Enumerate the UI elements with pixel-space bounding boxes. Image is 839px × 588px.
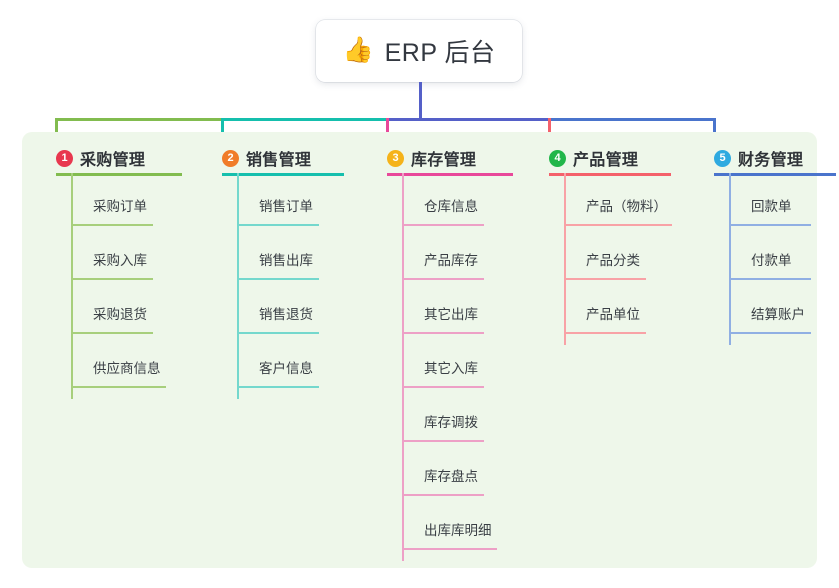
branch-item-label: 回款单 — [751, 199, 792, 214]
branch-item-rule — [402, 548, 497, 550]
branch-title: 产品管理 — [573, 152, 639, 169]
branch-stem — [237, 173, 239, 399]
branch-item-rule — [402, 494, 484, 496]
branch-item-label: 产品单位 — [586, 307, 640, 322]
connector-branch-teal — [221, 118, 389, 121]
branch-item-label: 产品库存 — [424, 253, 478, 268]
branch-item-label: 采购入库 — [93, 253, 147, 268]
branch-item-rule — [564, 278, 646, 280]
branch-item-rule — [729, 224, 811, 226]
branch-item-rule — [237, 278, 319, 280]
branch-item-label: 出库库明细 — [424, 523, 492, 538]
branch-item-rule — [402, 278, 484, 280]
branch-title: 采购管理 — [80, 152, 146, 169]
root-node[interactable]: 👍 ERP 后台 — [316, 20, 522, 82]
branch-header-rule — [549, 173, 671, 176]
branch-header-product[interactable]: 4 产品管理 — [549, 146, 638, 170]
branch-number-badge: 1 — [56, 149, 73, 167]
connector-trunk — [419, 82, 422, 121]
branch-item-rule — [237, 224, 319, 226]
connector-branch-blue — [548, 118, 716, 121]
branch-number-badge: 5 — [714, 149, 731, 167]
branch-header-sales[interactable]: 2 销售管理 — [222, 146, 311, 170]
branch-item-label: 其它出库 — [424, 307, 478, 322]
branch-item-label: 仓库信息 — [424, 199, 478, 214]
branch-title: 销售管理 — [246, 152, 312, 169]
branch-item-label: 销售出库 — [259, 253, 313, 268]
branch-item-rule — [402, 440, 484, 442]
branch-item-label: 库存盘点 — [424, 469, 478, 484]
branch-number-badge: 2 — [222, 149, 239, 167]
branch-item-rule — [237, 332, 319, 334]
branch-item-label: 库存调拨 — [424, 415, 478, 430]
branch-item-rule — [564, 332, 646, 334]
branch-header-rule — [222, 173, 344, 176]
branch-item-label: 结算账户 — [751, 307, 805, 322]
branch-item-rule — [402, 332, 484, 334]
branch-stem — [402, 173, 404, 561]
branch-title: 库存管理 — [411, 152, 477, 169]
branches-panel: 1 采购管理采购订单采购入库采购退货供应商信息 2 销售管理销售订单销售出库销售退货客… — [22, 132, 836, 568]
branch-stem — [729, 173, 731, 345]
branch-header-purchase[interactable]: 1 采购管理 — [56, 146, 145, 170]
branch-item-label: 销售退货 — [259, 307, 313, 322]
branch-header-inventory[interactable]: 3 库存管理 — [387, 146, 476, 170]
branch-title: 财务管理 — [738, 152, 804, 169]
branch-item-label: 采购订单 — [93, 199, 147, 214]
branch-item-rule — [402, 386, 484, 388]
branch-stem — [71, 173, 73, 399]
connector-branch-indigo — [386, 118, 551, 121]
branch-item-rule — [564, 224, 672, 226]
thumbs-up-icon: 👍 — [342, 35, 374, 64]
branch-item-rule — [237, 386, 319, 388]
branch-item-label: 销售订单 — [259, 199, 313, 214]
root-title: ERP 后台 — [384, 39, 496, 67]
branch-item-label: 产品分类 — [586, 253, 640, 268]
connector-branch-green — [55, 118, 224, 121]
branch-item-rule — [71, 278, 153, 280]
branch-item-rule — [71, 332, 153, 334]
branch-header-rule — [387, 173, 513, 176]
branch-header-rule — [714, 173, 836, 176]
branch-item-label: 客户信息 — [259, 361, 313, 376]
branch-item-rule — [71, 224, 153, 226]
branch-item-label: 采购退货 — [93, 307, 147, 322]
branch-item-label: 供应商信息 — [93, 361, 161, 376]
branch-item-label: 付款单 — [751, 253, 792, 268]
branch-header-rule — [56, 173, 182, 176]
branch-item-rule — [402, 224, 484, 226]
branch-item-rule — [729, 278, 811, 280]
branch-item-rule — [729, 332, 811, 334]
branch-item-rule — [71, 386, 166, 388]
branch-item-label: 其它入库 — [424, 361, 478, 376]
branch-item-label: 产品（物料） — [586, 199, 667, 214]
branch-number-badge: 3 — [387, 149, 404, 167]
branch-number-badge: 4 — [549, 149, 566, 167]
branch-header-finance[interactable]: 5 财务管理 — [714, 146, 803, 170]
branch-stem — [564, 173, 566, 345]
